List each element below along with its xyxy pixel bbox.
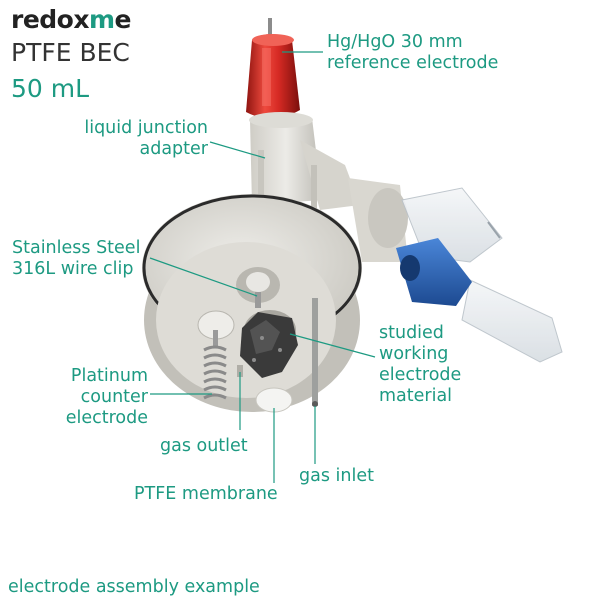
label-reference-line-2: reference electrode	[327, 53, 499, 73]
reference-highlight	[262, 48, 271, 106]
brand-prefix: redox	[11, 5, 89, 34]
blue-nut	[396, 238, 472, 306]
label-ptfe-membrane: PTFE membrane	[134, 484, 278, 504]
clear-tube	[461, 279, 563, 363]
blue-nut-face	[400, 255, 420, 281]
label-counter-electrode: Platinum counter electrode	[14, 366, 148, 429]
label-reference-electrode: Hg/HgO 30 mm reference electrode	[327, 32, 498, 74]
port-cap	[246, 272, 270, 292]
side-screw	[348, 178, 408, 262]
leader-working	[289, 333, 376, 358]
working-texture	[250, 320, 280, 354]
label-working-electrode: studied working electrode material	[379, 323, 461, 407]
label-counter-line-1: Platinum	[70, 366, 148, 386]
label-working-line-1: studied	[379, 323, 444, 343]
reference-wire	[268, 18, 272, 38]
leader-clip	[149, 257, 258, 297]
fitting-pin	[487, 221, 501, 239]
gas-outlet-nib	[237, 365, 243, 377]
reference-electrode	[246, 18, 300, 119]
label-working-line-4: material	[379, 386, 453, 406]
steel-clip	[255, 292, 261, 308]
brand-logo: redoxme	[11, 5, 132, 34]
inlet-tip	[312, 401, 318, 407]
label-counter-line-2: counter	[80, 387, 148, 407]
leader-junction	[209, 141, 266, 159]
clip-port	[236, 267, 280, 308]
adapter-rod	[311, 165, 317, 220]
caption: electrode assembly example	[8, 577, 260, 597]
gas-connector	[396, 187, 563, 363]
product-volume: 50 mL	[11, 74, 90, 103]
label-junction-line-1: liquid junction	[84, 118, 208, 138]
label-clip-line-2: 316L wire clip	[12, 259, 134, 279]
label-reference-line-1: Hg/HgO 30 mm	[327, 32, 463, 52]
label-working-line-3: electrode	[379, 365, 462, 385]
label-wire-clip: Stainless Steel 316L wire clip	[12, 238, 140, 280]
brand-accent: m	[88, 5, 115, 34]
label-junction-line-2: adapter	[139, 139, 209, 159]
adapter-top	[249, 112, 313, 128]
reference-tube	[246, 34, 300, 119]
counter-electrode	[197, 310, 235, 400]
screw-knob	[368, 188, 408, 248]
platinum-coil	[203, 345, 227, 400]
label-clip-line-1: Stainless Steel	[12, 238, 141, 258]
counter-rod	[213, 330, 218, 348]
label-working-line-2: working	[379, 344, 449, 364]
label-liquid-junction-adapter: liquid junction adapter	[46, 118, 208, 160]
liquid-junction-adapter	[249, 112, 360, 220]
brand-suffix: e	[114, 5, 132, 34]
working-electrode	[240, 310, 298, 378]
label-gas-outlet: gas outlet	[160, 436, 248, 456]
label-gas-inlet: gas inlet	[299, 466, 374, 486]
adapter-pin	[258, 150, 264, 195]
reference-tube-top	[252, 34, 294, 46]
leader-lines	[149, 51, 376, 483]
inlet-rod	[312, 298, 318, 406]
label-counter-line-3: electrode	[65, 408, 148, 428]
product-title: PTFE BEC	[11, 38, 130, 67]
cell-bottom-face	[156, 242, 336, 398]
adapter-body	[250, 118, 322, 205]
gas-inlet-rod	[312, 298, 318, 407]
cell-body	[142, 194, 362, 412]
